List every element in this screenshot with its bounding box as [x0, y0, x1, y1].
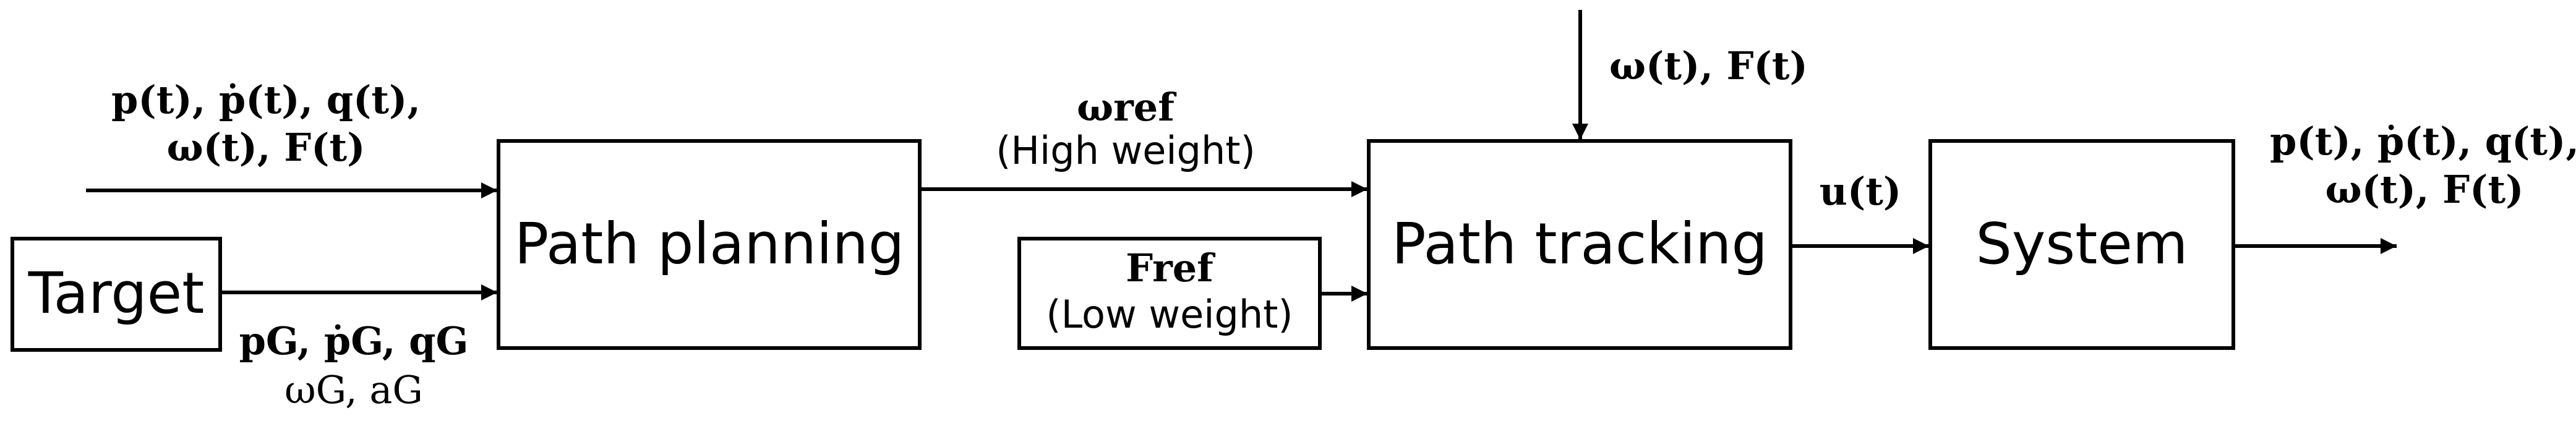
path-planning-block: Path planning: [497, 139, 922, 350]
low-weight-label: (Low weight): [1046, 292, 1293, 337]
goal-label-2: ωG, aG: [285, 367, 423, 412]
path-planning-label: Path planning: [515, 211, 905, 277]
output-state-label-2: ω(t), F(t): [2326, 167, 2524, 212]
f-ref-block: Fref (Low weight): [1017, 237, 1322, 350]
path-tracking-block: Path tracking: [1367, 139, 1792, 350]
control-label: u(t): [1820, 169, 1901, 214]
feedback-label: ω(t), F(t): [1609, 43, 1808, 88]
path-tracking-label: Path tracking: [1392, 211, 1768, 277]
f-ref-label: Fref: [1126, 245, 1215, 291]
omega-ref-label: ωref: [1077, 85, 1176, 130]
target-block: Target: [11, 237, 222, 352]
goal-label-1: pG, ṗG, qG: [239, 318, 469, 364]
system-block: System: [1928, 139, 2235, 350]
input-state-label-1: p(t), ṗ(t), q(t),: [111, 77, 421, 122]
input-state-label-2: ω(t), F(t): [167, 125, 366, 170]
target-label: Target: [28, 260, 205, 326]
system-label: System: [1975, 211, 2188, 277]
output-state-label-1: p(t), ṗ(t), q(t),: [2270, 119, 2576, 164]
high-weight-label: (High weight): [996, 128, 1256, 173]
